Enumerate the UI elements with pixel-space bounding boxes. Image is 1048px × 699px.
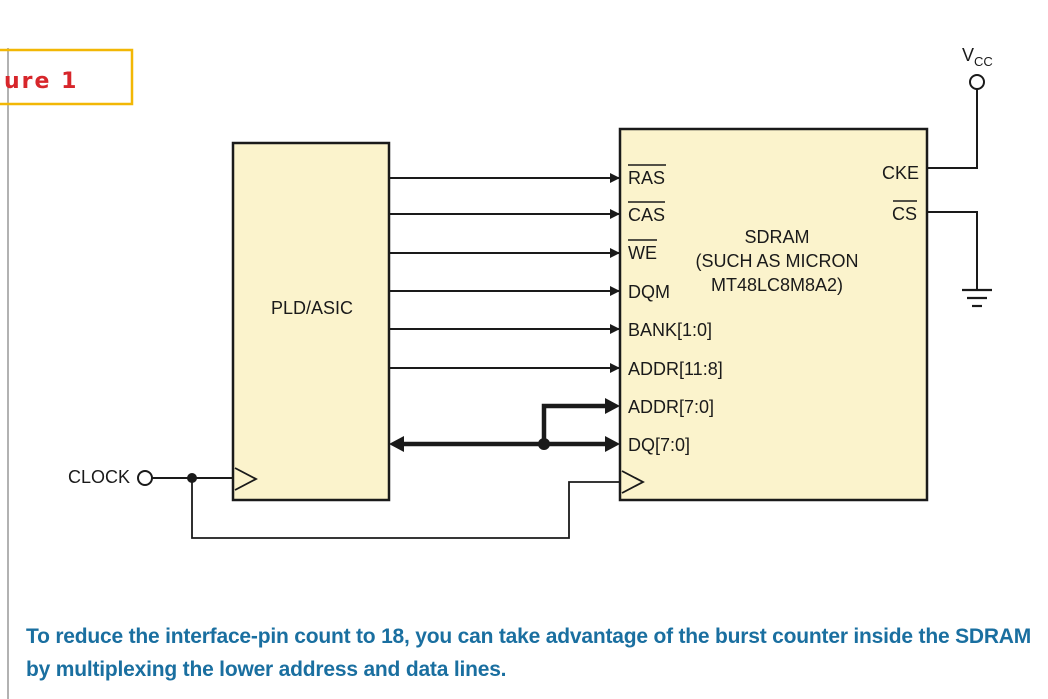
pin-label-ras: RAS	[628, 168, 665, 188]
ground-connection	[927, 211, 992, 308]
figure-label: ure 1	[4, 69, 78, 94]
pin-label-cs: CS	[892, 204, 917, 224]
control-signal-wires	[389, 173, 620, 373]
pld-asic-label: PLD/ASIC	[271, 298, 353, 318]
sdram-pin-labels: RAS CAS WE DQM BANK[1:0] ADDR[11:8] ADDR…	[628, 163, 919, 455]
multiplexed-bus	[389, 398, 620, 452]
vcc-label: VCC	[962, 45, 993, 69]
vcc-connection: VCC	[927, 45, 993, 169]
pin-label-bank: BANK[1:0]	[628, 320, 712, 340]
figure-label-box: ure 1	[0, 48, 134, 106]
clock-wire-sdram	[191, 478, 620, 539]
addr-lo-bus-line	[541, 403, 609, 444]
clock-label: CLOCK	[68, 467, 130, 487]
ground-icon	[962, 288, 992, 308]
sdram-clock-input-symbol	[621, 470, 645, 494]
dq-bus-right-arrow	[605, 436, 620, 452]
pin-label-dqm: DQM	[628, 282, 670, 302]
pin-label-dq: DQ[7:0]	[628, 435, 690, 455]
bus-junction-dot	[538, 438, 550, 450]
pld-asic-block: PLD/ASIC	[231, 141, 391, 502]
pin-label-cas: CAS	[628, 205, 665, 225]
pin-label-addr-lo: ADDR[7:0]	[628, 397, 714, 417]
cke-wire	[927, 89, 978, 169]
sdram-subtitle: (SUCH AS MICRON	[695, 251, 858, 271]
pin-label-cke: CKE	[882, 163, 919, 183]
clock-connection: CLOCK	[68, 467, 620, 539]
pld-clock-input-symbol	[234, 467, 258, 491]
clock-terminal	[137, 470, 153, 486]
sdram-part-number: MT48LC8M8A2)	[711, 275, 843, 295]
vcc-terminal	[969, 74, 985, 90]
figure-caption: To reduce the interface-pin count to 18,…	[26, 625, 1032, 681]
pin-label-we: WE	[628, 243, 657, 263]
addr-lo-bus-arrow	[605, 398, 620, 414]
dq-bus-left-arrow	[389, 436, 404, 452]
cs-wire	[927, 211, 978, 290]
sdram-title: SDRAM	[744, 227, 809, 247]
sdram-block: SDRAM (SUCH AS MICRON MT48LC8M8A2)	[618, 127, 929, 502]
pin-label-addr-hi: ADDR[11:8]	[628, 359, 723, 379]
